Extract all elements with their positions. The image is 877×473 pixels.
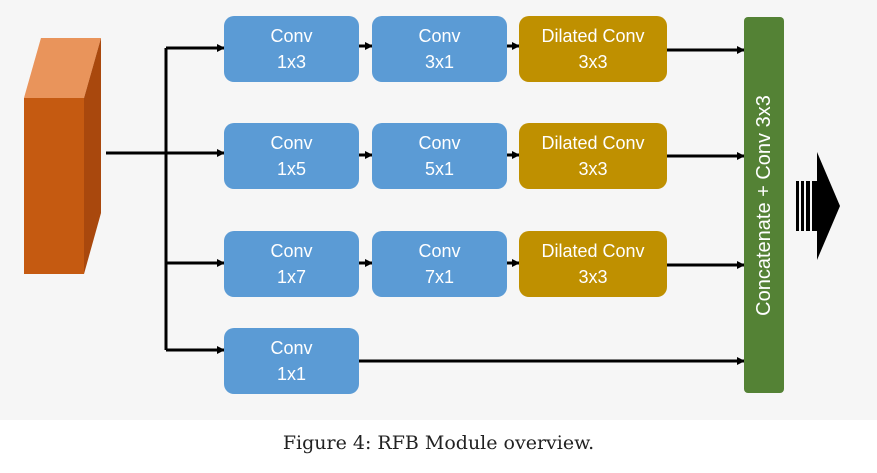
block-label: Conv (418, 26, 461, 46)
branch-2-dilated-conv-3x3: Dilated Conv 3x3 (519, 123, 667, 189)
input-map-side-face (84, 38, 101, 274)
output-arrow-icon (796, 152, 840, 260)
block-kernel: 3x3 (578, 52, 608, 72)
input-map-front-face (24, 98, 84, 274)
branch-3-dilated-conv-3x3: Dilated Conv 3x3 (519, 231, 667, 297)
block-kernel: 3x3 (578, 159, 608, 179)
block-kernel: 3x3 (578, 267, 608, 287)
block-kernel: 7x1 (424, 267, 455, 287)
branch-2-conv-5x1: Conv 5x1 (372, 123, 507, 189)
block-label: Conv (418, 241, 461, 261)
diagram-wires (24, 38, 840, 365)
concatenate-conv-block: Concatenate + Conv 3x3 (744, 17, 784, 393)
block-kernel: 1x1 (276, 364, 307, 384)
block-label: Conv (270, 338, 313, 358)
branch-2-conv-1x5: Conv 1x5 (224, 123, 359, 189)
block-label: Dilated Conv (541, 241, 645, 261)
branch-3-conv-7x1: Conv 7x1 (372, 231, 507, 297)
merge-label: Concatenate + Conv 3x3 (752, 94, 775, 316)
branch-1-conv-3x1: Conv 3x1 (372, 16, 507, 82)
block-kernel: 3x1 (424, 52, 455, 72)
input-feature-map (24, 38, 101, 274)
block-kernel: 1x7 (276, 267, 307, 287)
block-kernel: 1x3 (276, 52, 307, 72)
input-map-top-shade (24, 38, 101, 98)
block-kernel: 1x5 (276, 159, 307, 179)
branch-4-conv-1x1: Conv 1x1 (224, 328, 359, 394)
figure-caption: Figure 4: RFB Module overview. (282, 432, 595, 454)
block-label: Conv (270, 241, 313, 261)
block-label: Conv (270, 26, 313, 46)
block-label: Dilated Conv (541, 133, 645, 153)
branch-3-conv-1x7: Conv 1x7 (224, 231, 359, 297)
branch-1-conv-1x3: Conv 1x3 (224, 16, 359, 82)
block-kernel: 5x1 (424, 159, 455, 179)
branch-1-dilated-conv-3x3: Dilated Conv 3x3 (519, 16, 667, 82)
block-label: Dilated Conv (541, 26, 645, 46)
block-label: Conv (270, 133, 313, 153)
block-label: Conv (418, 133, 461, 153)
